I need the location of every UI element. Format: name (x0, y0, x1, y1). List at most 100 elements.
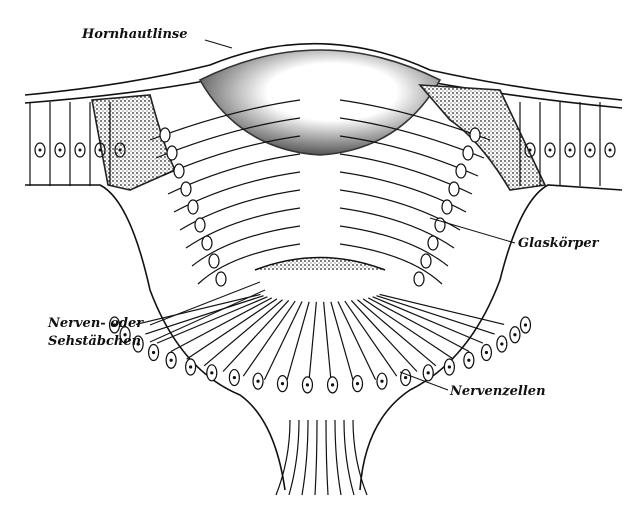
cup-outline (24, 42, 623, 491)
nerve-cell-nucleus (189, 365, 193, 369)
rod-line (170, 297, 273, 353)
nucleolus (568, 148, 572, 152)
nucleolus (98, 148, 102, 152)
cup-wall-left (25, 184, 286, 491)
rod-line (323, 301, 332, 384)
rod-line (337, 301, 377, 381)
vitreous-cell (179, 189, 301, 231)
epidermis-nucleus (604, 142, 616, 158)
nerve-cell-nucleus (136, 342, 140, 346)
nerve-cell-nucleus (513, 333, 517, 337)
optic-nerve-fibre (325, 419, 329, 496)
rod-line (145, 295, 264, 335)
label-cornea-lens: Hornhautlinse (82, 27, 188, 42)
epidermis-nucleus (584, 142, 596, 158)
lateral-cell-nucleus (159, 127, 171, 143)
nerve-cell-nucleus (467, 358, 471, 362)
label-nerve-cells: Nervenzellen (450, 384, 546, 399)
leader-line (149, 281, 261, 326)
optic-nerve-fibre (301, 419, 309, 496)
lateral-cell-nucleus (187, 199, 199, 215)
lateral-cell-nucleus (215, 271, 227, 287)
epidermis-nucleus (94, 142, 106, 158)
cup-wall-right (359, 184, 623, 491)
rod-line (344, 300, 398, 377)
pigment-block-left (91, 94, 177, 191)
nerve-cell-nucleus (380, 379, 384, 383)
rod-line (156, 296, 268, 344)
epidermis-nucleus (54, 142, 66, 158)
lateral-cell-nucleus (173, 163, 185, 179)
nucleolus (38, 148, 42, 152)
nucleolus (588, 148, 592, 152)
lateral-cell-nucleus (462, 145, 474, 161)
nerve-cell-nucleus (447, 365, 451, 369)
optic-nerve-fibre (352, 419, 368, 496)
nerve-cell-nucleus (426, 371, 430, 375)
rod-line (285, 301, 310, 383)
nucleolus (608, 148, 612, 152)
epidermis-nucleus (34, 142, 46, 158)
rod-line (186, 298, 278, 360)
rod-line (222, 300, 290, 372)
rod-line (308, 301, 317, 384)
lateral-cell-nucleus (427, 235, 439, 251)
rod-line (135, 293, 261, 326)
rod-line (203, 299, 283, 367)
rod-line (372, 296, 484, 344)
epidermis-nucleus (74, 142, 86, 158)
nerve-cell-nucleus (123, 333, 127, 337)
vitreous-cell (191, 225, 301, 267)
nucleolus (78, 148, 82, 152)
optic-nerve-fibre (343, 419, 355, 496)
nucleolus (58, 148, 62, 152)
nerve-cell-nucleus (280, 382, 285, 386)
lateral-cell-nucleus (420, 253, 432, 269)
vitreous-cell (173, 171, 301, 213)
generated-cell-layer (29, 39, 616, 496)
lateral-cell-nucleus (208, 253, 220, 269)
nerve-cell-nucleus (169, 358, 173, 362)
lateral-cell-nucleus (469, 127, 481, 143)
lateral-cell-nucleus (201, 235, 213, 251)
lateral-cell-nucleus (166, 145, 178, 161)
lateral-cell-nucleus (455, 163, 467, 179)
vitreous-cell (197, 243, 301, 285)
epidermis-inner-edge-right (429, 81, 623, 109)
rod-layer-dome (254, 256, 386, 271)
nucleolus (118, 148, 122, 152)
epidermis-nucleus (564, 142, 576, 158)
leader-line (399, 371, 449, 391)
cornea-lens (198, 49, 442, 156)
optic-nerve-fibre (288, 419, 300, 496)
nerve-cell-nucleus (355, 382, 360, 386)
vitreous-cell (339, 171, 467, 213)
vitreous-cell (339, 207, 455, 249)
optic-nerve-fibre (314, 419, 318, 496)
lateral-cell-nucleus (448, 181, 460, 197)
nucleolus (548, 148, 552, 152)
label-vitreous-body: Glaskörper (518, 236, 599, 251)
nerve-cell-nucleus (232, 375, 236, 380)
epidermis-nucleus (524, 142, 536, 158)
nerve-cell-nucleus (523, 323, 528, 327)
nerve-cell-nucleus (330, 383, 335, 387)
vitreous-cell (185, 207, 301, 249)
lateral-cell-nucleus (413, 271, 425, 287)
nerve-cell-nucleus (210, 371, 214, 375)
lateral-cell-nucleus (441, 199, 453, 215)
nerve-cell-nucleus (112, 323, 117, 327)
nucleolus (528, 148, 532, 152)
rod-line (330, 301, 355, 383)
rod-line (379, 293, 505, 326)
rod-line (242, 300, 296, 377)
nerve-cell-nucleus (404, 375, 408, 380)
epidermis-outer-edge (24, 42, 623, 101)
epidermis-nucleus (114, 142, 126, 158)
nerve-cell-nucleus (151, 350, 156, 355)
leader-line (204, 39, 233, 49)
leader-line (429, 217, 516, 244)
label-rods-line1: Nerven- oder (48, 316, 144, 331)
